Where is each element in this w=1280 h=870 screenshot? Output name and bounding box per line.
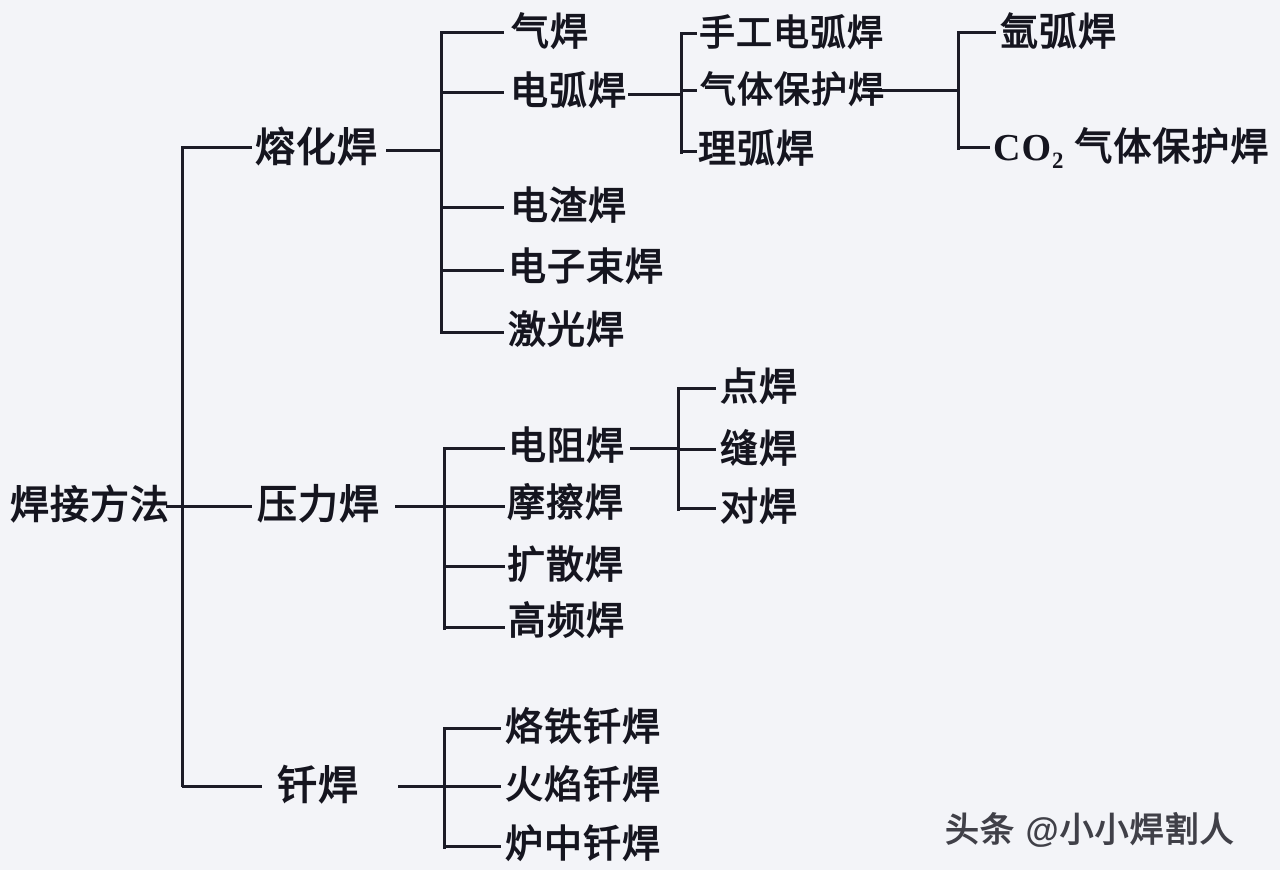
tree-line	[444, 727, 501, 730]
co2-rest: 气体保护焊	[1074, 127, 1270, 169]
node-soldering-iron-brazing: 烙铁钎焊	[505, 707, 662, 749]
tree-line	[681, 32, 697, 35]
tree-line	[440, 31, 443, 334]
node-friction-welding: 摩擦焊	[507, 483, 625, 525]
node-welding-methods: 焊接方法	[10, 484, 171, 528]
tree-line	[443, 447, 446, 630]
node-submerged-arc-welding: 理弧焊	[698, 129, 816, 171]
tree-line	[441, 269, 504, 272]
tree-line	[182, 146, 252, 149]
tree-line	[444, 626, 505, 629]
tree-line	[628, 93, 682, 96]
node-electroslag-welding: 电渣焊	[510, 186, 628, 228]
node-arc-welding: 电弧焊	[510, 71, 628, 113]
trunk-line	[181, 146, 184, 787]
tree-line	[182, 785, 262, 788]
tree-line	[444, 845, 501, 848]
tree-line	[441, 331, 504, 334]
tree-line	[395, 505, 505, 508]
node-high-frequency-welding: 高频焊	[508, 601, 626, 643]
node-gas-welding: 气焊	[511, 12, 590, 54]
tree-line	[678, 448, 716, 451]
tree-line	[444, 565, 505, 568]
tree-line	[398, 785, 501, 788]
tree-line	[681, 89, 697, 92]
node-resistance-welding: 电阻焊	[508, 426, 626, 468]
tree-line	[681, 150, 697, 153]
tree-line	[958, 146, 990, 149]
tree-line	[678, 387, 716, 390]
tree-line	[957, 31, 960, 150]
node-flame-brazing: 火焰钎焊	[505, 765, 662, 807]
tree-line	[630, 447, 679, 450]
node-furnace-brazing: 炉中钎焊	[505, 824, 662, 866]
tree-line	[441, 31, 504, 34]
watermark-toutiao: 头条 @小小焊割人	[945, 811, 1235, 850]
node-fusion-welding: 熔化焊	[255, 125, 378, 170]
tree-line	[868, 89, 959, 92]
node-argon-arc-welding: 氩弧焊	[1000, 12, 1118, 54]
node-diffusion-welding: 扩散焊	[507, 545, 625, 587]
tree-line	[678, 507, 716, 510]
tree-line	[386, 149, 443, 152]
node-seam-welding: 缝焊	[720, 429, 799, 471]
co2-base: CO	[993, 127, 1052, 169]
node-manual-arc-welding: 手工电弧焊	[699, 13, 885, 53]
node-laser-welding: 激光焊	[508, 310, 626, 352]
node-pressure-welding: 压力焊	[257, 482, 380, 527]
tree-line	[444, 447, 505, 450]
tree-line	[958, 31, 996, 34]
node-brazing: 钎焊	[277, 763, 359, 808]
tree-line	[166, 505, 252, 508]
node-co2-gas-shielded-welding: CO2 气体保护焊	[993, 127, 1270, 172]
node-electron-beam-welding: 电子束焊	[508, 247, 665, 289]
node-spot-welding: 点焊	[720, 367, 799, 409]
node-butt-welding: 对焊	[720, 487, 799, 529]
tree-line	[443, 727, 446, 849]
node-gas-shielded-welding: 气体保护焊	[700, 70, 886, 110]
tree-line	[680, 32, 683, 154]
co2-subscript: 2	[1052, 147, 1065, 173]
tree-line	[441, 91, 504, 94]
tree-line	[441, 206, 504, 209]
